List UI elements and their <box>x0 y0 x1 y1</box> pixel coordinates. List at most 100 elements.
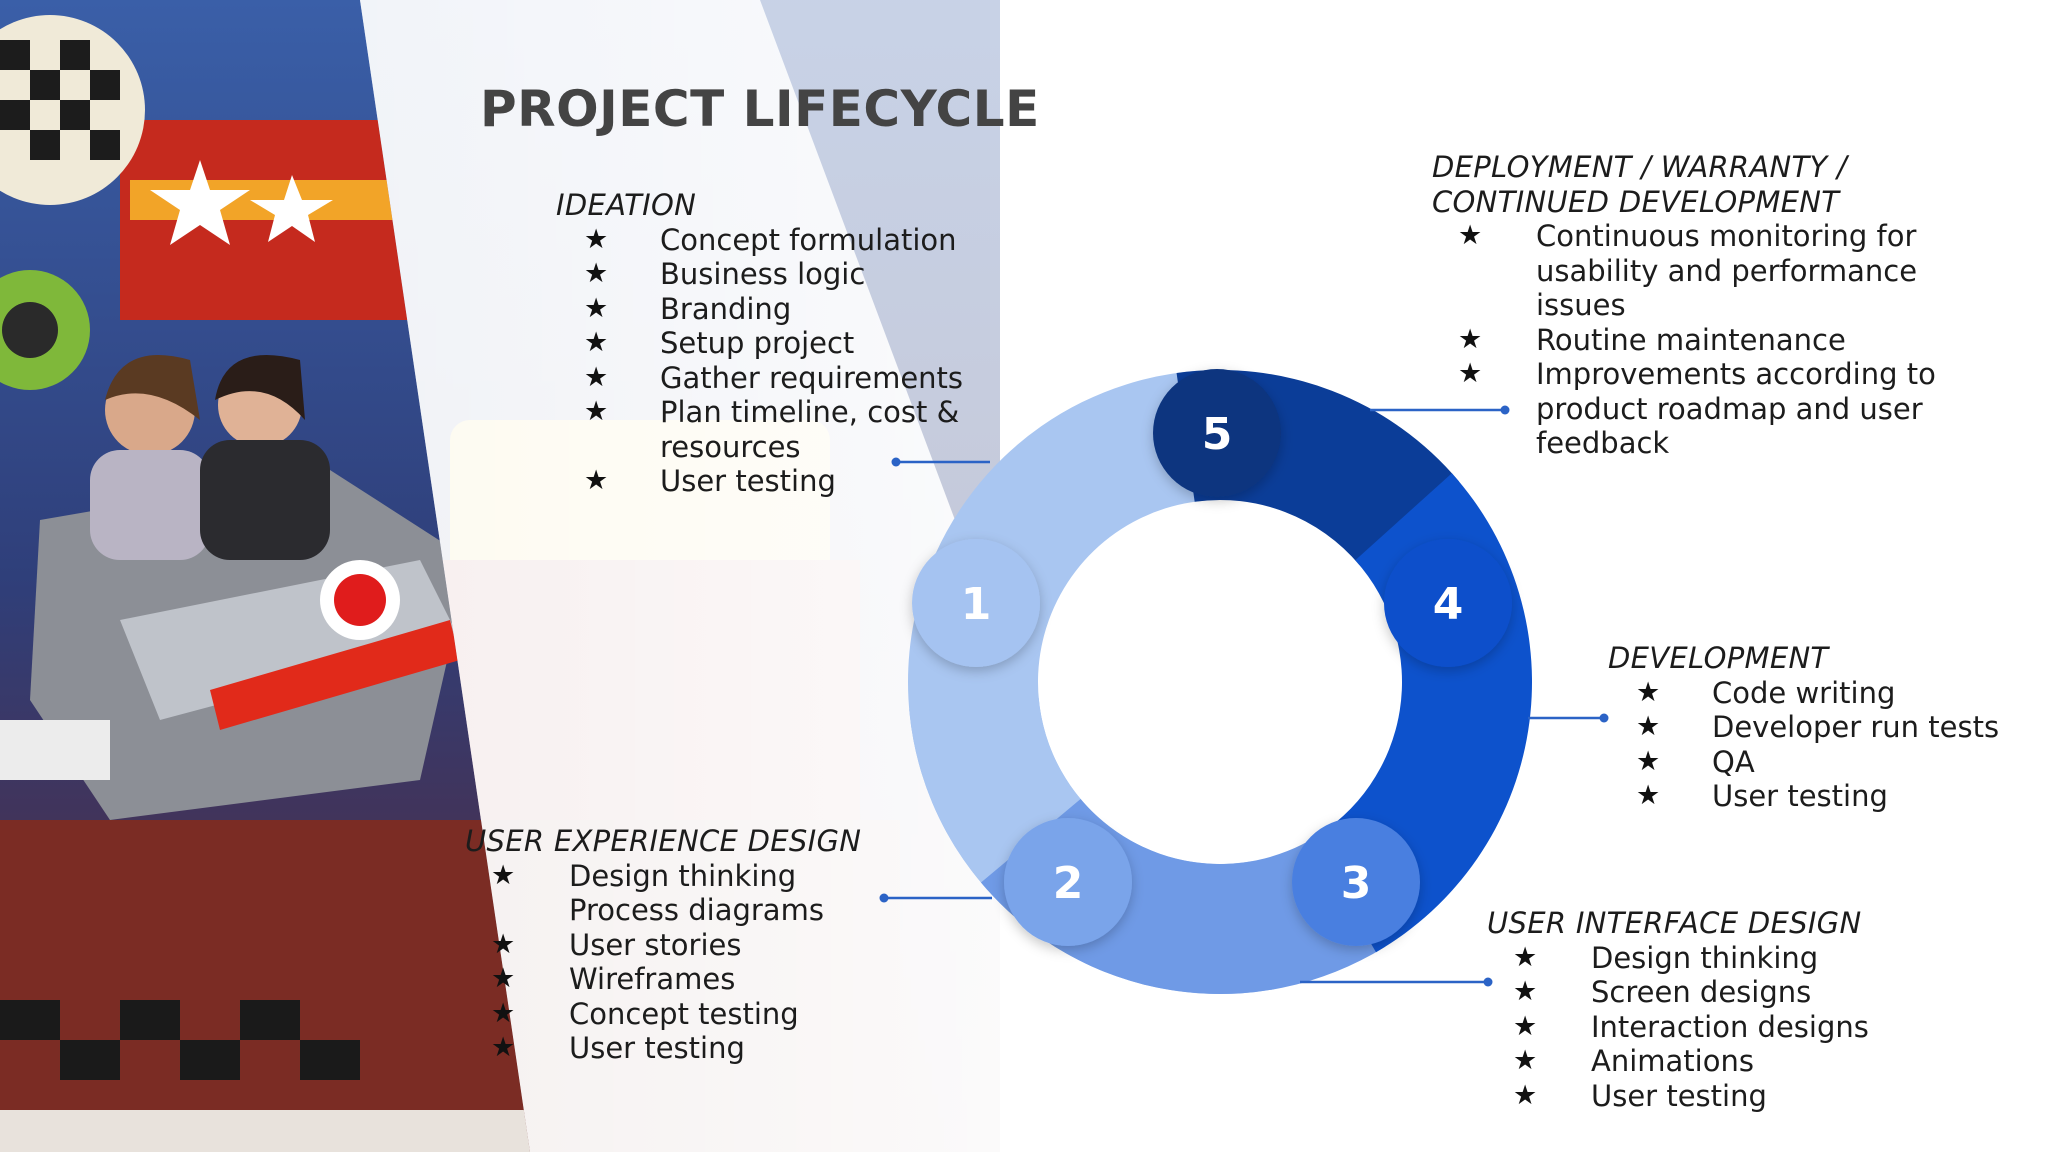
connector-end-dot <box>1483 977 1493 987</box>
amusement-ride-photo <box>0 0 1000 1152</box>
list-item: ★Screen designs <box>1487 975 1869 1010</box>
stage-heading-line: DEVELOPMENT <box>1608 641 1829 675</box>
list-item: ★ User testing <box>556 464 963 499</box>
star-bullet-icon: ★ <box>491 963 516 994</box>
ideation-ring-segment <box>908 370 1220 922</box>
star-bullet-icon: ★ <box>1513 1010 1538 1042</box>
list-item-text: usability and performance <box>1536 253 1918 288</box>
list-item: ★ Code writing <box>1608 676 1999 711</box>
star-bullet-icon: ★ <box>1636 711 1661 742</box>
list-item: ★ User testing <box>1608 779 1999 814</box>
star-bullet-icon: ★ <box>584 258 609 289</box>
list-item: ★ Gather requirements <box>556 361 963 396</box>
star-bullet-icon: ★ <box>1636 676 1661 708</box>
list-item: ★ Business logic <box>556 257 963 292</box>
ui-design-number-badge: 3 <box>1292 818 1420 946</box>
list-item-text: Gather requirements <box>660 360 964 395</box>
badge-circle <box>1292 818 1420 946</box>
star-bullet-icon: ★ <box>584 223 609 255</box>
list-item: ★Interaction designs <box>1487 1010 1869 1045</box>
list-item-text: User testing <box>1591 1078 1767 1113</box>
connector-end-dot <box>1500 405 1510 415</box>
star-bullet-icon: ★ <box>1513 1079 1538 1111</box>
list-item: ★Design thinking <box>465 859 861 894</box>
ux-design-number-badge: 2 <box>1004 818 1132 946</box>
stage-heading-line: IDEATION <box>556 188 697 222</box>
star-bullet-icon: ★ <box>1458 358 1483 389</box>
list-item-text: User testing <box>660 464 836 498</box>
star-bullet-icon: ★ <box>491 1032 516 1063</box>
page-title: PROJECT LIFECYCLE <box>480 80 1040 138</box>
list-item-text: Code writing <box>1712 675 1896 710</box>
badge-circle <box>1004 818 1132 946</box>
ideation-number-badge: 1 <box>912 539 1040 667</box>
star-bullet-icon: ★ <box>1458 323 1483 355</box>
ui-design-item-list: ★Design thinking★Screen designs★Interact… <box>1487 941 1869 1114</box>
ideation-stage-text: IDEATION ★ Concept formulation ★ Business l… <box>556 188 963 499</box>
list-item: ★ QA <box>1608 745 1999 780</box>
list-item-text: Continuous monitoring for <box>1536 219 1917 253</box>
connector-end-dot <box>879 893 889 903</box>
list-item-text: Animations <box>1591 1044 1754 1078</box>
star-bullet-icon: ★ <box>584 465 609 496</box>
badge-circle <box>1384 539 1512 667</box>
badge-circle <box>1153 369 1281 497</box>
stage-heading-line: CONTINUED DEVELOPMENT <box>1432 184 1840 219</box>
list-item-text: Setup project <box>660 326 855 360</box>
star-bullet-icon: ★ <box>584 327 609 358</box>
connector-end-dot <box>891 457 901 467</box>
list-item: ★ User testing <box>1487 1079 1869 1114</box>
ideation-heading: IDEATION <box>556 188 963 223</box>
star-bullet-icon: ★ <box>1513 1045 1538 1076</box>
star-bullet-icon: ★ <box>1458 220 1483 251</box>
list-item-text: Branding <box>660 291 792 326</box>
list-item: ★ Routine maintenance <box>1432 323 1936 358</box>
list-item-text: Concept testing <box>569 996 799 1031</box>
badge-number: 3 <box>1341 858 1372 909</box>
list-item-text: Plan timeline, cost & <box>660 395 960 429</box>
list-item-text: User testing <box>1712 779 1888 813</box>
development-heading: DEVELOPMENT <box>1608 641 1999 676</box>
badge-circle <box>912 539 1040 667</box>
star-bullet-icon: ★ <box>1636 780 1661 811</box>
list-item-text: Improvements according to <box>1536 357 1936 391</box>
ui-design-heading: USER INTERFACE DESIGN <box>1487 906 1869 941</box>
star-bullet-icon: ★ <box>1513 976 1538 1007</box>
list-item-text: feedback <box>1536 426 1670 460</box>
star-bullet-icon: ★ <box>584 361 609 393</box>
ux-design-heading: USER EXPERIENCE DESIGN <box>465 824 861 859</box>
ui-design-stage-text: USER INTERFACE DESIGN ★Design thinking★S… <box>1487 906 1869 1113</box>
development-number-badge: 4 <box>1384 539 1512 667</box>
list-item-text: User testing <box>569 1031 745 1065</box>
list-item-text: Concept formulation <box>660 222 957 257</box>
list-item-text: Developer run tests <box>1712 710 2000 744</box>
list-item: ★ Developer run tests <box>1608 710 1999 745</box>
list-item-text: Design thinking <box>1591 940 1819 975</box>
stage-heading-line: USER INTERFACE DESIGN <box>1487 906 1862 940</box>
stage-heading-line: USER EXPERIENCE DESIGN <box>465 824 862 858</box>
badge-number: 1 <box>961 579 992 630</box>
list-item: ★ User testing <box>465 1031 861 1066</box>
list-item-text: Routine maintenance <box>1536 322 1846 357</box>
list-item-text: Process diagrams <box>569 893 824 927</box>
list-item: ★ Branding <box>556 292 963 327</box>
list-item-text: issues <box>1536 288 1626 322</box>
development-stage-text: DEVELOPMENT ★ Code writing ★ Developer run … <box>1608 641 1999 814</box>
badge-number: 4 <box>1433 579 1464 630</box>
list-item: ★User stories <box>465 928 861 963</box>
list-item: ★ Setup project <box>556 326 963 361</box>
list-item: ★Design thinking <box>1487 941 1869 976</box>
list-item-text: Business logic <box>660 257 866 291</box>
list-item-text: QA <box>1712 744 1755 779</box>
list-item: ★ Concept formulation <box>556 223 963 258</box>
star-bullet-icon: ★ <box>491 928 516 960</box>
list-item-text: Wireframes <box>569 962 736 996</box>
list-item: Process diagrams <box>465 893 861 928</box>
star-bullet-icon: ★ <box>1636 745 1661 777</box>
star-bullet-icon: ★ <box>584 292 609 324</box>
